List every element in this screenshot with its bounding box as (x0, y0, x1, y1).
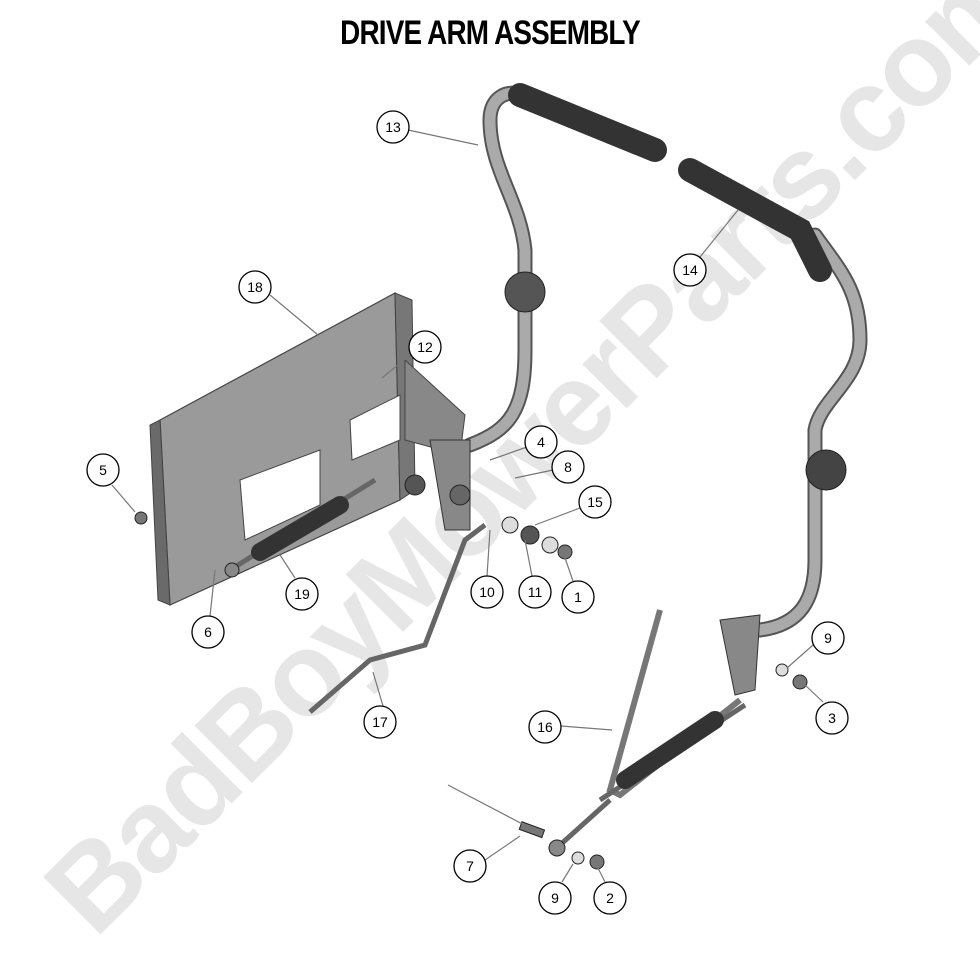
svg-text:7: 7 (466, 858, 474, 874)
callout-4: 4 (524, 425, 558, 459)
callout-17: 17 (363, 705, 397, 739)
callout-5: 5 (86, 453, 120, 487)
linkage-right (518, 609, 808, 870)
svg-text:11: 11 (528, 584, 543, 600)
svg-text:12: 12 (417, 339, 433, 355)
svg-text:13: 13 (385, 119, 401, 135)
callout-15: 15 (578, 485, 612, 519)
leader-lines (111, 129, 824, 883)
callout-7: 7 (453, 849, 487, 883)
linkage-rod-17 (308, 523, 487, 714)
callout-14: 14 (673, 253, 707, 287)
callout-3: 3 (815, 701, 849, 735)
svg-text:16: 16 (537, 719, 553, 735)
callout-16: 16 (528, 710, 562, 744)
svg-text:14: 14 (682, 262, 698, 278)
callout-19: 19 (285, 577, 319, 611)
callout-18: 18 (238, 270, 272, 304)
svg-text:2: 2 (606, 890, 614, 906)
drive-handle-right (678, 158, 868, 638)
svg-text:4: 4 (537, 434, 545, 450)
callout-9-lower: 9 (538, 881, 572, 915)
svg-text:17: 17 (372, 714, 388, 730)
linkage-rod-left (224, 477, 377, 578)
callout-9-upper: 9 (811, 621, 845, 655)
callout-1: 1 (561, 580, 595, 614)
callout-13: 13 (376, 110, 410, 144)
svg-text:19: 19 (294, 586, 310, 602)
page-title: DRIVE ARM ASSEMBLY (340, 14, 641, 52)
callout-6: 6 (191, 615, 225, 649)
svg-text:8: 8 (564, 459, 572, 475)
svg-text:15: 15 (587, 494, 603, 510)
callout-2: 2 (593, 881, 627, 915)
drive-handle-left (462, 83, 667, 453)
svg-text:9: 9 (551, 890, 559, 906)
callout-11: 11 (518, 575, 552, 609)
svg-text:18: 18 (247, 279, 263, 295)
callout-8: 8 (551, 450, 585, 484)
pivot-bracket-left (134, 439, 573, 560)
svg-text:10: 10 (479, 584, 495, 600)
callout-12: 12 (408, 330, 442, 364)
svg-text:3: 3 (828, 710, 836, 726)
svg-text:1: 1 (574, 589, 582, 605)
mounting-plate (149, 292, 466, 606)
svg-text:5: 5 (99, 462, 107, 478)
svg-text:9: 9 (824, 630, 832, 646)
callout-10: 10 (470, 575, 504, 609)
svg-text:6: 6 (204, 624, 212, 640)
